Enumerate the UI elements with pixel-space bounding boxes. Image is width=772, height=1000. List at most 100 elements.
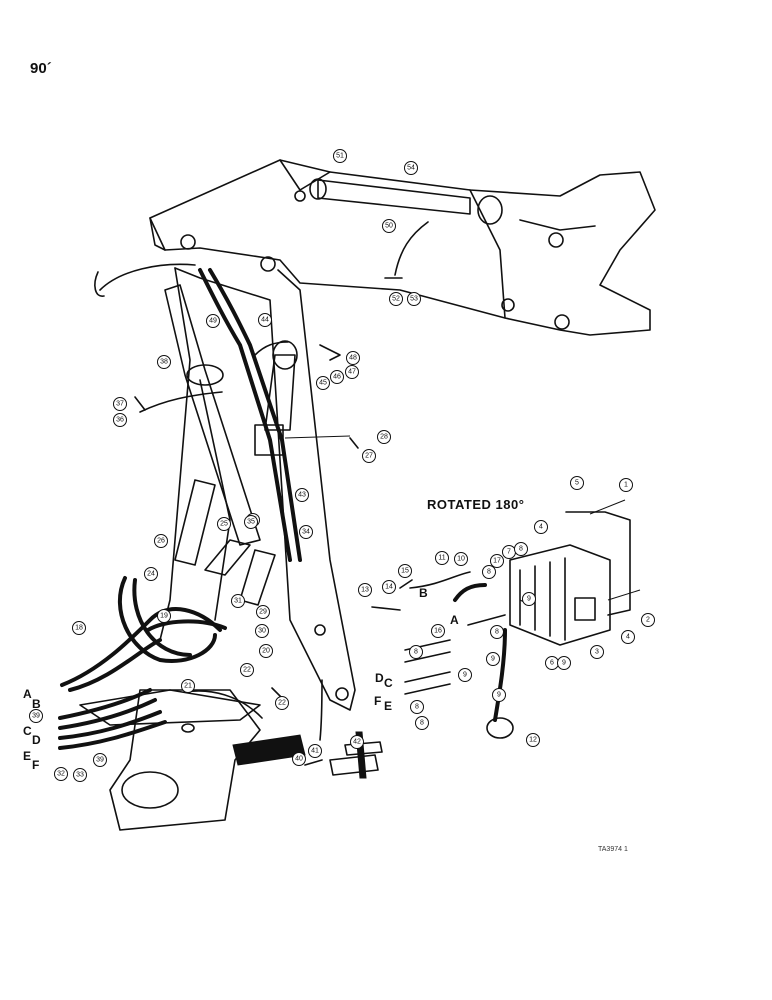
callout-13: 13: [358, 583, 372, 597]
letter-c: C: [23, 724, 32, 738]
svg-text:35: 35: [247, 519, 255, 526]
callout-28: 28: [377, 430, 391, 444]
callout-12: 12: [526, 733, 540, 747]
page-number: 90´: [30, 60, 52, 77]
letter-d: D: [32, 733, 41, 747]
callout-37: 37: [113, 397, 127, 411]
small-parts: [94, 271, 403, 699]
svg-text:43: 43: [298, 492, 306, 499]
callout-51: 51: [333, 149, 347, 163]
svg-text:53: 53: [410, 296, 418, 303]
callout-26: 26: [154, 534, 168, 548]
svg-text:5: 5: [575, 480, 579, 487]
pointer-arrows: [99, 221, 429, 741]
svg-text:30: 30: [258, 628, 266, 635]
svg-text:42: 42: [353, 739, 361, 746]
callout-18: 18: [72, 621, 86, 635]
control-valve: [509, 499, 641, 646]
callout-8: 8: [410, 700, 424, 714]
callout-8: 8: [415, 716, 429, 730]
callout-8: 8: [409, 645, 423, 659]
callout-3: 3: [590, 645, 604, 659]
svg-text:33: 33: [76, 772, 84, 779]
svg-text:25: 25: [220, 521, 228, 528]
svg-text:2: 2: [646, 617, 650, 624]
svg-text:32: 32: [57, 771, 65, 778]
callout-8: 8: [490, 625, 504, 639]
svg-text:12: 12: [529, 737, 537, 744]
callout-9: 9: [522, 592, 536, 606]
svg-text:1: 1: [624, 482, 628, 489]
svg-text:20: 20: [262, 648, 270, 655]
upper-cylinder: [309, 178, 503, 225]
svg-text:41: 41: [311, 748, 319, 755]
svg-text:18: 18: [75, 625, 83, 632]
callout-30: 30: [255, 624, 269, 638]
svg-text:37: 37: [116, 401, 124, 408]
callout-49: 49: [206, 314, 220, 328]
callout-41: 41: [308, 744, 322, 758]
svg-text:39: 39: [32, 713, 40, 720]
svg-text:9: 9: [463, 672, 467, 679]
boom-upper: [149, 159, 656, 336]
boom-lower: [159, 267, 356, 711]
svg-text:28: 28: [380, 434, 388, 441]
callout-8: 8: [482, 565, 496, 579]
svg-text:14: 14: [385, 584, 393, 591]
svg-text:8: 8: [519, 546, 523, 553]
callout-45: 45: [316, 376, 330, 390]
hydraulic-hoses: [58, 576, 227, 750]
rotated-view-label: ROTATED 180°: [427, 497, 525, 512]
callout-46: 46: [330, 370, 344, 384]
callout-36: 36: [113, 413, 127, 427]
callout-17: 17: [490, 554, 504, 568]
callout-4: 4: [621, 630, 635, 644]
callout-47: 47: [345, 365, 359, 379]
callout-19: 19: [157, 609, 171, 623]
callout-20: 20: [259, 644, 273, 658]
svg-text:22: 22: [278, 700, 286, 707]
callout-39: 39: [29, 709, 43, 723]
callout-16: 16: [431, 624, 445, 638]
svg-text:9: 9: [527, 596, 531, 603]
svg-text:44: 44: [261, 317, 269, 324]
svg-text:8: 8: [420, 720, 424, 727]
callout-2: 2: [641, 613, 655, 627]
callout-1: 1: [619, 478, 633, 492]
callout-9: 9: [492, 688, 506, 702]
callout-35: 35: [244, 515, 258, 529]
callout-54: 54: [404, 161, 418, 175]
callout-29: 29: [256, 605, 270, 619]
callout-31: 31: [231, 594, 245, 608]
svg-text:26: 26: [157, 538, 165, 545]
svg-text:6: 6: [550, 660, 554, 667]
svg-text:16: 16: [434, 628, 442, 635]
svg-text:10: 10: [457, 556, 465, 563]
svg-text:15: 15: [401, 568, 409, 575]
svg-text:51: 51: [336, 153, 344, 160]
svg-text:9: 9: [491, 656, 495, 663]
letter-f-valve: F: [374, 694, 381, 708]
letter-c-valve: C: [384, 676, 393, 690]
svg-text:24: 24: [147, 571, 155, 578]
hose-end-letters: A B C D E F A B C D E F: [23, 586, 459, 772]
callout-21: 21: [181, 679, 195, 693]
callout-5: 5: [570, 476, 584, 490]
svg-text:4: 4: [539, 524, 543, 531]
svg-text:8: 8: [415, 704, 419, 711]
letter-f: F: [32, 758, 39, 772]
callout-40: 40: [292, 752, 306, 766]
callout-9: 9: [557, 656, 571, 670]
svg-text:8: 8: [495, 629, 499, 636]
svg-text:17: 17: [493, 558, 501, 565]
svg-text:34: 34: [302, 529, 310, 536]
callout-22: 22: [275, 696, 289, 710]
dipper-cylinder: [164, 268, 302, 562]
callout-32: 32: [54, 767, 68, 781]
callout-8: 8: [514, 542, 528, 556]
callout-48: 48: [346, 351, 360, 365]
svg-text:8: 8: [487, 569, 491, 576]
letter-e-valve: E: [384, 699, 392, 713]
